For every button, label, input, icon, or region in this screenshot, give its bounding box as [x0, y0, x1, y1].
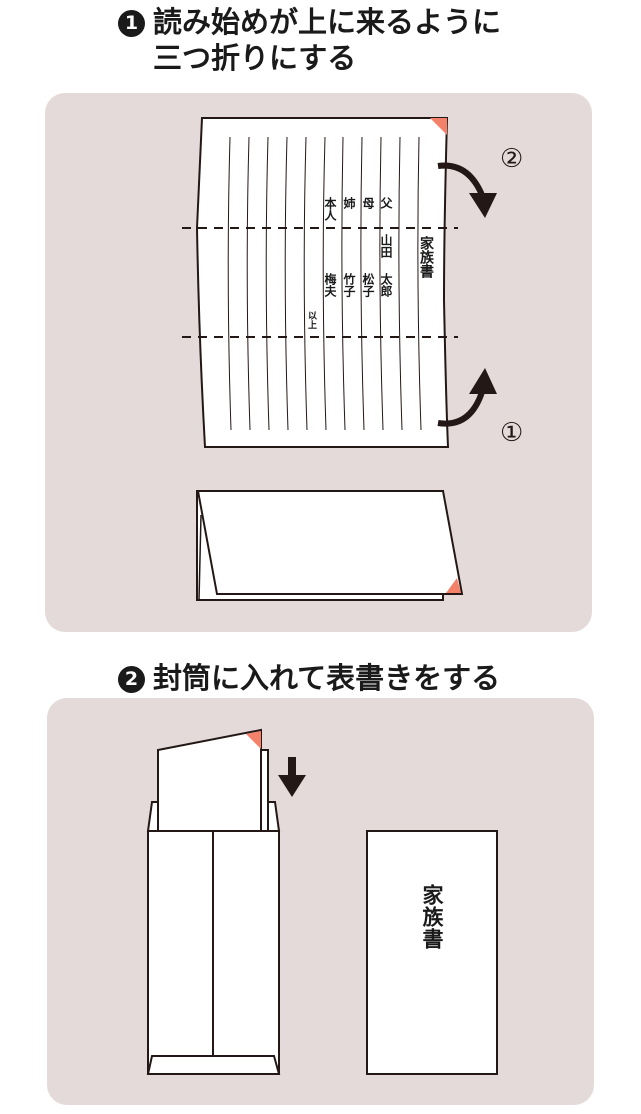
- relation-father: 父: [379, 197, 393, 210]
- family-name: 山田: [379, 233, 393, 259]
- relation-self: 本人: [323, 196, 337, 221]
- envelope-front: 家族書: [366, 830, 498, 1075]
- envelope-back: [146, 728, 281, 1075]
- step-number-badge: 2: [118, 666, 145, 693]
- name-mother: 松子: [361, 272, 375, 298]
- fold-arrow-second: [437, 162, 497, 218]
- step2-panel: [47, 698, 594, 1105]
- relation-sister: 姉: [342, 196, 356, 210]
- step2-title-text: 封筒に入れて表書きをする: [153, 661, 501, 695]
- corner-mark: [430, 118, 447, 135]
- letter-heading: 家族書: [418, 235, 434, 279]
- name-sister: 竹子: [342, 272, 356, 298]
- corner-mark: [246, 731, 261, 749]
- name-father: 太郎: [379, 272, 393, 298]
- fold-label-1: ①: [500, 418, 523, 448]
- fold-arrow-first: [437, 368, 497, 427]
- envelope-front-text: 家族書: [420, 883, 444, 950]
- relation-mother: 母: [361, 197, 375, 210]
- name-self: 梅夫: [323, 272, 337, 298]
- step-number-badge: 1: [118, 10, 145, 37]
- step1-title-line1: 読み始めが上に来るように: [153, 5, 502, 39]
- corner-mark: [446, 578, 461, 593]
- inserted-letter: [157, 728, 262, 832]
- step1-title: 1 読み始めが上に来るように: [118, 4, 501, 40]
- closing-text: 以上: [306, 311, 317, 329]
- folded-letter: [196, 490, 464, 601]
- insert-arrow-icon: [278, 757, 306, 797]
- step1-title-line2: 三つ折りにする: [153, 41, 357, 75]
- unfolded-letter: 家族書 父 山田 太郎 母 松子 姉 竹子 本人 梅夫 以上: [182, 117, 458, 448]
- step2-title: 2 封筒に入れて表書きをする: [118, 660, 500, 696]
- ruled-lines: [227, 136, 422, 431]
- fold-label-2: ②: [500, 144, 523, 174]
